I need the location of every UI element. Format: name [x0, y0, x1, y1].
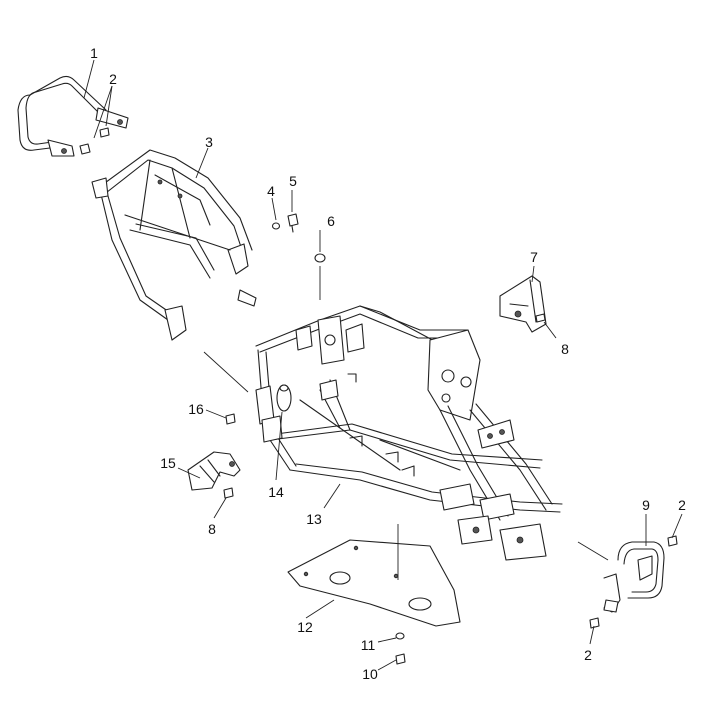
- part-5-bolt[interactable]: [287, 213, 299, 233]
- part-2-bolt-right[interactable]: [667, 535, 678, 547]
- callout-9: 9: [642, 497, 650, 513]
- callout-6: 6: [327, 213, 335, 229]
- callout-2: 2: [109, 71, 117, 87]
- part-15-left-footrest[interactable]: [187, 451, 241, 491]
- part-6-cap[interactable]: [314, 253, 326, 263]
- callout-15: 15: [160, 455, 176, 471]
- part-4-nut[interactable]: [271, 222, 281, 230]
- part-2-bolt-upper[interactable]: [79, 127, 110, 155]
- part-8-bolt-left[interactable]: [223, 487, 234, 499]
- part-3-rear-subframe[interactable]: [91, 149, 257, 341]
- callout-11: 11: [361, 637, 376, 653]
- callout-8: 8: [561, 341, 569, 357]
- callout-7: 7: [530, 249, 538, 265]
- callout-3: 3: [205, 134, 213, 150]
- part-14-bushing[interactable]: [276, 384, 292, 412]
- callout-10: 10: [362, 666, 378, 682]
- callout-1: 1: [90, 45, 98, 61]
- part-9-front-bumper[interactable]: [603, 541, 665, 613]
- callout-2-lower: 2: [584, 647, 592, 663]
- callout-8-lower: 8: [208, 521, 216, 537]
- part-1-rear-grab-bar[interactable]: [17, 75, 129, 157]
- callout-13: 13: [306, 511, 322, 527]
- callout-12: 12: [297, 619, 313, 635]
- callout-16: 16: [188, 401, 204, 417]
- callout-2-right: 2: [678, 497, 686, 513]
- part-12-skid-plate[interactable]: [287, 539, 461, 627]
- callout-labels: 1 2 3 4 5 6 7 8 16 15 14 8 13 9 2 2 12 1…: [90, 45, 686, 682]
- callout-5: 5: [289, 173, 297, 189]
- part-11-washer[interactable]: [395, 632, 405, 640]
- part-8-bolt-right[interactable]: [535, 313, 546, 323]
- part-16-bolt[interactable]: [225, 413, 236, 425]
- leader-lines: [83, 59, 683, 671]
- part-10-bolt[interactable]: [395, 653, 406, 665]
- part-2-bolt-lower[interactable]: [589, 617, 600, 629]
- part-7-right-footrest[interactable]: [499, 275, 547, 333]
- part-13-main-frame[interactable]: [255, 305, 563, 561]
- callout-14: 14: [268, 484, 284, 500]
- callout-4: 4: [267, 183, 275, 199]
